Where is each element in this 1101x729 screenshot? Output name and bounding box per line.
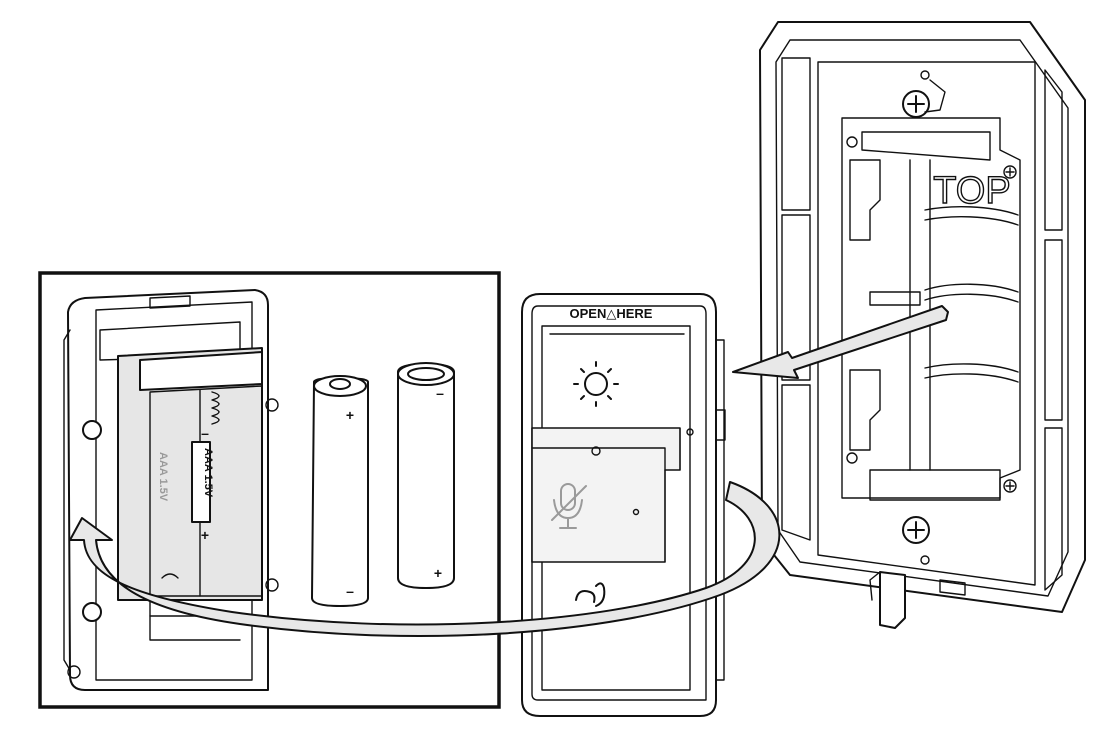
screw-icon — [902, 516, 930, 544]
brand-logo-icon — [575, 582, 606, 607]
battery-1: + – — [311, 375, 369, 607]
battery-2-top-terminal: – — [436, 385, 444, 401]
sun-icon — [573, 361, 619, 407]
holder-plus-mark: + — [201, 527, 209, 543]
insert-arrow — [732, 305, 949, 379]
microphone-off-icon — [551, 483, 587, 529]
sensor-device: OPEN△HERE — [521, 293, 726, 717]
battery-type-label: AAA 1.5V — [202, 448, 214, 498]
spring-contact-icon — [211, 391, 220, 425]
battery-1-bottom-terminal: – — [346, 583, 354, 599]
screw-icon — [902, 90, 930, 118]
holder-minus-mark: – — [201, 425, 209, 441]
battery-1-top-terminal: + — [346, 407, 354, 423]
battery-2: – + — [397, 362, 455, 589]
open-here-label: OPEN△HERE — [570, 306, 653, 321]
battery-2-bottom-terminal: + — [434, 565, 442, 581]
battery-type-label-faded: AAA 1.5V — [157, 452, 169, 502]
rotate-arrow — [69, 481, 781, 638]
top-label: TOP — [933, 170, 1010, 212]
